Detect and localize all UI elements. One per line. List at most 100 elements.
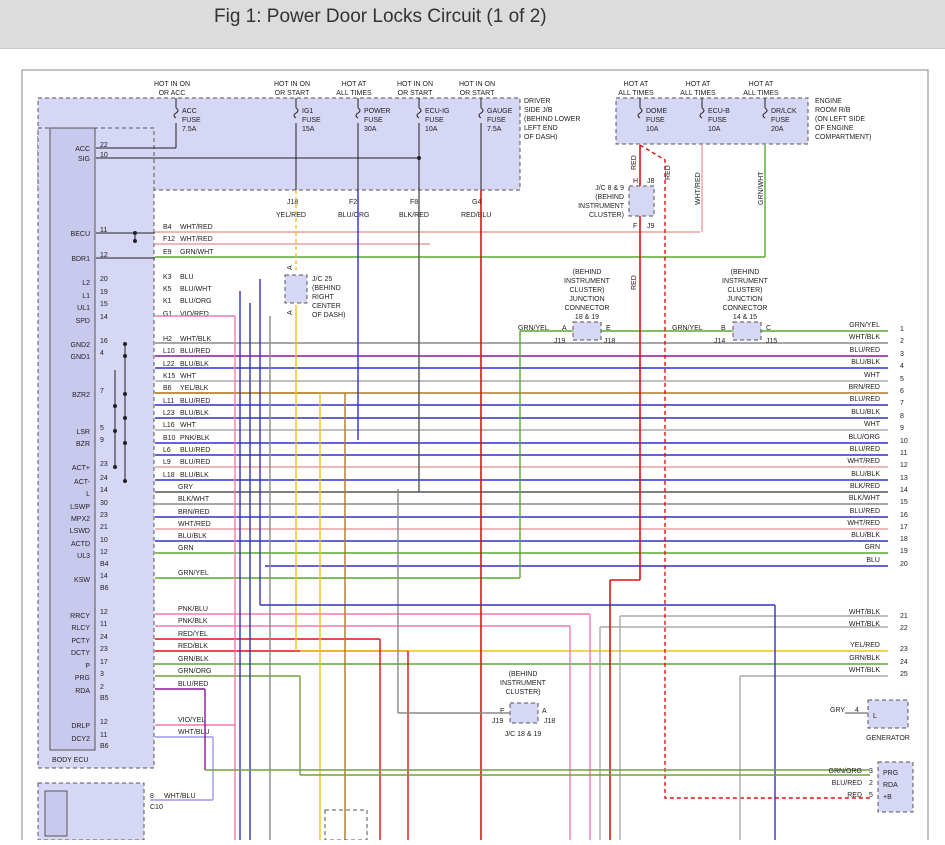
hot-label-line2: OR ACC [159, 90, 186, 97]
jc1415-pin: B [721, 325, 726, 332]
jc1415-pin: J14 [714, 338, 725, 345]
mid-wire-label: GRN [178, 545, 194, 552]
right-wire-number: 20 [900, 561, 908, 568]
bottom-left-wire: WHT/BLU [164, 793, 196, 800]
engine-rb-label-line: OF ENGINE [815, 125, 854, 132]
right-wire-label: GRN [864, 544, 880, 551]
jb-terminal-pin: G4 [472, 199, 481, 206]
jc1415-label: CONNECTOR [723, 305, 768, 312]
mid-wire-label: WHT/RED [180, 224, 213, 231]
hot-label-line2: ALL TIMES [743, 90, 779, 97]
ecu-pin-label: UL3 [77, 553, 90, 560]
fuse-rating: 10A [425, 126, 438, 133]
right-wire-label: BLU/BLK [851, 471, 880, 478]
jc25-pin: A [287, 265, 294, 270]
right-wire-number: 25 [900, 671, 908, 678]
prg-block-terminal: +B [883, 794, 892, 801]
jc89-label: J/C 8 & 9 [595, 185, 624, 192]
ecu-pin-label: RRCY [70, 613, 90, 620]
mid-wire-label: BLU [180, 274, 194, 281]
mid-wire-label: BLU/ORG [180, 298, 212, 305]
mid-wire-label: BLU/WHT [180, 286, 212, 293]
right-wire-number: 2 [900, 338, 904, 345]
ecu-pin-label: RLCY [71, 625, 90, 632]
engine-rb-label-line: COMPARTMENT) [815, 134, 872, 141]
hot-label-line2: ALL TIMES [336, 90, 372, 97]
jb-terminal-wire: BLU/ORG [338, 212, 370, 219]
jc89-pin: F [633, 223, 637, 230]
mid-wire-label: BLU/BLK [180, 361, 209, 368]
mid-pin: K1 [163, 298, 172, 305]
mid-wire-label: WHT/RED [178, 521, 211, 528]
jc25-label: OF DASH) [312, 312, 345, 319]
right-wire-label: WHT/BLK [849, 621, 880, 628]
ecu-pin-number: 12 [100, 252, 108, 259]
right-wire-label: BLU/RED [850, 396, 880, 403]
fuse-symbol [699, 107, 705, 119]
mid-pin: E9 [163, 249, 172, 256]
bottom-left-connector: C10 [150, 804, 163, 811]
ecu-pin-label: MPX2 [71, 516, 90, 523]
jc1415-label: INSTRUMENT [722, 278, 769, 285]
jc1819b-label: CLUSTER) [505, 689, 540, 696]
mid-wire-label: WHT [180, 422, 197, 429]
ecu-connector-id: B6 [100, 743, 109, 750]
mid-wire-label: WHT/BLK [180, 336, 211, 343]
mid-pin: L16 [163, 422, 175, 429]
fuse-name: DOME [646, 108, 667, 115]
diagram-frame [21, 69, 929, 845]
hot-label-line2: ALL TIMES [618, 90, 654, 97]
jc89-pin: J9 [647, 223, 655, 230]
prg-block-wire: RED [847, 792, 862, 799]
right-wire-label: WHT/RED [847, 520, 880, 527]
prg-block-number: 5 [869, 792, 873, 799]
fuse-name: ACC [182, 108, 197, 115]
fuse-word: FUSE [425, 117, 444, 124]
jb-terminal-wire: RED/BLU [461, 212, 491, 219]
engine-wire-label: WHT/RED [695, 172, 702, 205]
mid-wire-label: BRN/RED [178, 509, 210, 516]
right-wire-number: 22 [900, 625, 908, 632]
jc25-label: J/C 25 [312, 276, 332, 283]
wire-red-dashed [639, 144, 870, 799]
hot-label-line1: HOT IN ON [397, 81, 433, 88]
jb-terminal-wire: BLK/RED [399, 212, 429, 219]
ecu-pin-label: BZR [76, 441, 90, 448]
mid-wire-label: BLU/RED [180, 459, 210, 466]
jc1415-label: (BEHIND [731, 269, 760, 276]
jc89-pin: J8 [647, 178, 655, 185]
jc1819b-pin: J19 [492, 718, 503, 725]
engine-wire-label: GRN/WHT [758, 171, 765, 205]
mid-wire-label: RED/BLK [178, 643, 208, 650]
right-wire-label: BLU/BLK [851, 532, 880, 539]
ecu-pin-label: ACTD [71, 541, 90, 548]
ecu-pin-label: BZR2 [72, 392, 90, 399]
ecu-pin-label: GND2 [71, 342, 91, 349]
jc1819a-label: JUNCTION [569, 296, 604, 303]
ecu-pin-label: DRLP [71, 723, 90, 730]
jb-terminal-pin: F8 [410, 199, 418, 206]
right-wire-number: 1 [900, 326, 904, 333]
ecu-pin-number: 10 [100, 537, 108, 544]
fuse-symbol [293, 107, 299, 119]
mid-wire-label: BLU/RED [180, 447, 210, 454]
bottom-left-inner [44, 790, 68, 837]
ecu-pin-label: PRG [75, 675, 90, 682]
mid-wire-label: GRY [178, 484, 193, 491]
jc1819a-pin: J19 [554, 338, 565, 345]
jc1415-box [732, 321, 762, 341]
jc1819b-label: (BEHIND [509, 671, 538, 678]
jc1819a-pin: E [606, 325, 611, 332]
ecu-connector-id: B4 [100, 561, 109, 568]
right-wire-number: 7 [900, 400, 904, 407]
mid-wire-label: GRN/BLK [178, 656, 209, 663]
hot-label-line1: HOT AT [624, 81, 649, 88]
ecu-pin-label: LSWD [70, 528, 90, 535]
jc1819a-label: CLUSTER) [569, 287, 604, 294]
right-wire-label: WHT/BLK [849, 667, 880, 674]
engine-rb-label-line: (ON LEFT SIDE [815, 116, 865, 123]
mid-pin: K5 [163, 286, 172, 293]
fuse-name: POWER [364, 108, 390, 115]
right-wire-number: 18 [900, 536, 908, 543]
